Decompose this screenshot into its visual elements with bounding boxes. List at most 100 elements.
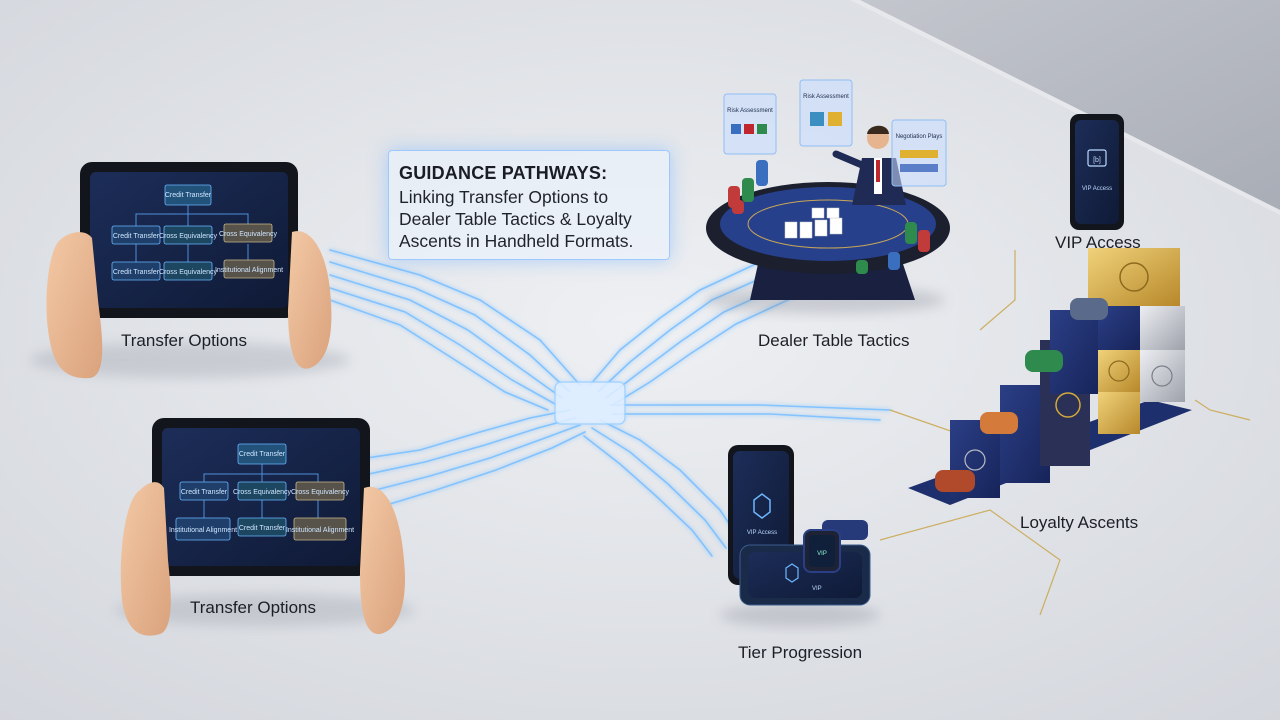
card [829,217,843,235]
callout-line-1: Linking Transfer Options to [399,187,609,207]
card [799,221,813,239]
label-dealer-table-tactics: Dealer Table Tactics [758,331,910,350]
silver-emblem-icon [1151,365,1173,387]
vip-phone-screen [1075,120,1119,224]
card [826,207,840,219]
panel-bar [900,164,938,172]
gold-emblem-icon [1108,360,1130,382]
tablet-top-node-label: Cross Equivalency [159,233,217,240]
tier-shadow [720,603,880,627]
tier-devices: VIP Access VIP VIP [720,445,880,627]
tablet-bottom: Credit Transfer Credit Transfer Cross Eq… [115,418,415,636]
tablet-bottom-node-label: Credit Transfer [239,525,286,532]
path-top-right-2 [597,271,776,393]
path-top-left-1 [329,249,581,386]
gold-emblem-icon [1055,392,1081,418]
card [811,207,825,219]
shield-icon [753,493,771,519]
tablet-top-node-label: Institutional Alignment [215,267,283,274]
chip-stack-icon [980,412,1018,434]
card [814,219,828,237]
gold-emblem-icon [1119,262,1149,292]
panel-icon [744,124,754,134]
tablet-top-node [223,259,275,279]
wall-edge [850,0,1280,215]
chip-stack-icon [732,200,744,214]
tier-dock-text: VIP [812,586,822,592]
tablet-bottom-node [293,517,347,541]
chip-stack-icon [756,160,768,186]
tablet-bottom-node-label: Credit Transfer [239,451,286,458]
tablet-top-node-labels: Credit Transfer Credit Transfer Cross Eq… [113,192,283,276]
gold-block [1098,350,1140,392]
callout-line-2: Dealer Table Tactics & Loyalty [399,209,632,229]
tablet-bottom-nodes [175,443,347,541]
tablet-top: Credit Transfer Credit Transfer Cross Eq… [30,162,350,379]
chip-stack-icon [918,230,930,252]
tablet-top-node-label: Cross Equivalency [159,269,217,276]
gold-line-2 [879,509,1061,616]
tablet-bottom-node [175,517,231,541]
chip-stack-icon [1070,298,1108,320]
watch-screen [809,535,835,567]
tablet-top-node-label: Cross Equivalency [219,231,277,238]
chip-stack-icon [888,252,900,270]
guidance-callout: GUIDANCE PATHWAYS: Linking Transfer Opti… [388,150,670,260]
chip-stack-icon [935,470,975,492]
tablet-top-node-label: Credit Transfer [165,192,212,199]
label-loyalty-ascents: Loyalty Ascents [1020,513,1139,532]
tablet-bottom-node [237,517,287,537]
dealer-table [705,125,950,314]
chip-stack-icon [856,260,868,274]
panel-negotiation-label: Negotiation Plays [896,134,943,140]
chip-stack-icon [1025,350,1063,372]
table-chip-stacks [728,160,930,274]
path-bottom-right-2 [591,427,727,549]
gold-top-block [1088,248,1180,306]
gold-block [1098,392,1140,434]
watch-text: VIP [817,551,827,557]
hand-left-icon [46,232,103,379]
tablet-bottom-node [295,481,345,501]
panel-risk-2 [799,79,853,147]
tablet-bottom-shadow [115,594,415,626]
path-right-1 [609,404,891,411]
hand-right-icon [288,231,332,369]
vip-phone-top: [b] VIP Access [1070,114,1124,230]
panel-icon [828,112,842,126]
tablet-bottom-node [179,481,229,501]
path-top-left-2 [329,261,571,393]
pathway-hub [554,381,626,425]
tablet-top-node [223,223,273,243]
label-tier-progression: Tier Progression [738,643,863,662]
vip-phone-icon [1087,149,1107,167]
tablet-top-node [164,184,212,206]
tablet-top-node [163,225,213,245]
silver-emblem-icon [964,449,986,471]
panel-icon [731,124,741,134]
circuit-pathways [329,249,891,557]
path-bottom-left-1 [339,409,571,463]
panel-icon [757,124,767,134]
panel-risk-2-label: Risk Assessment [803,94,849,100]
path-top-left-5 [329,299,549,411]
chip-stack-icon [905,222,917,244]
tablet-top-node-label: Credit Transfer [113,233,160,240]
path-bottom-left-3 [359,424,581,495]
tablet-top-node [163,261,213,281]
panel-risk-label: Risk Assessment [727,108,773,114]
label-transfer-options-bottom: Transfer Options [190,598,316,617]
tablet-bottom-node-label: Credit Transfer [181,489,228,496]
dealer-arm [832,150,866,169]
path-bottom-right-1 [599,419,741,541]
vip-phone-icon-glyph: [b] [1093,157,1101,164]
tablet-top-nodes [111,184,275,281]
tier-phone-text: VIP Access [747,530,777,536]
tablet-bottom-node [237,481,287,501]
gold-line-3 [979,250,1016,331]
tablet-bottom-node-labels: Credit Transfer Credit Transfer Cross Eq… [169,451,354,534]
tablet-top-flow-lines [135,205,249,262]
floating-panels: Risk Assessment Risk Assessment Negotiat… [723,79,947,187]
panel-bar [900,150,938,158]
